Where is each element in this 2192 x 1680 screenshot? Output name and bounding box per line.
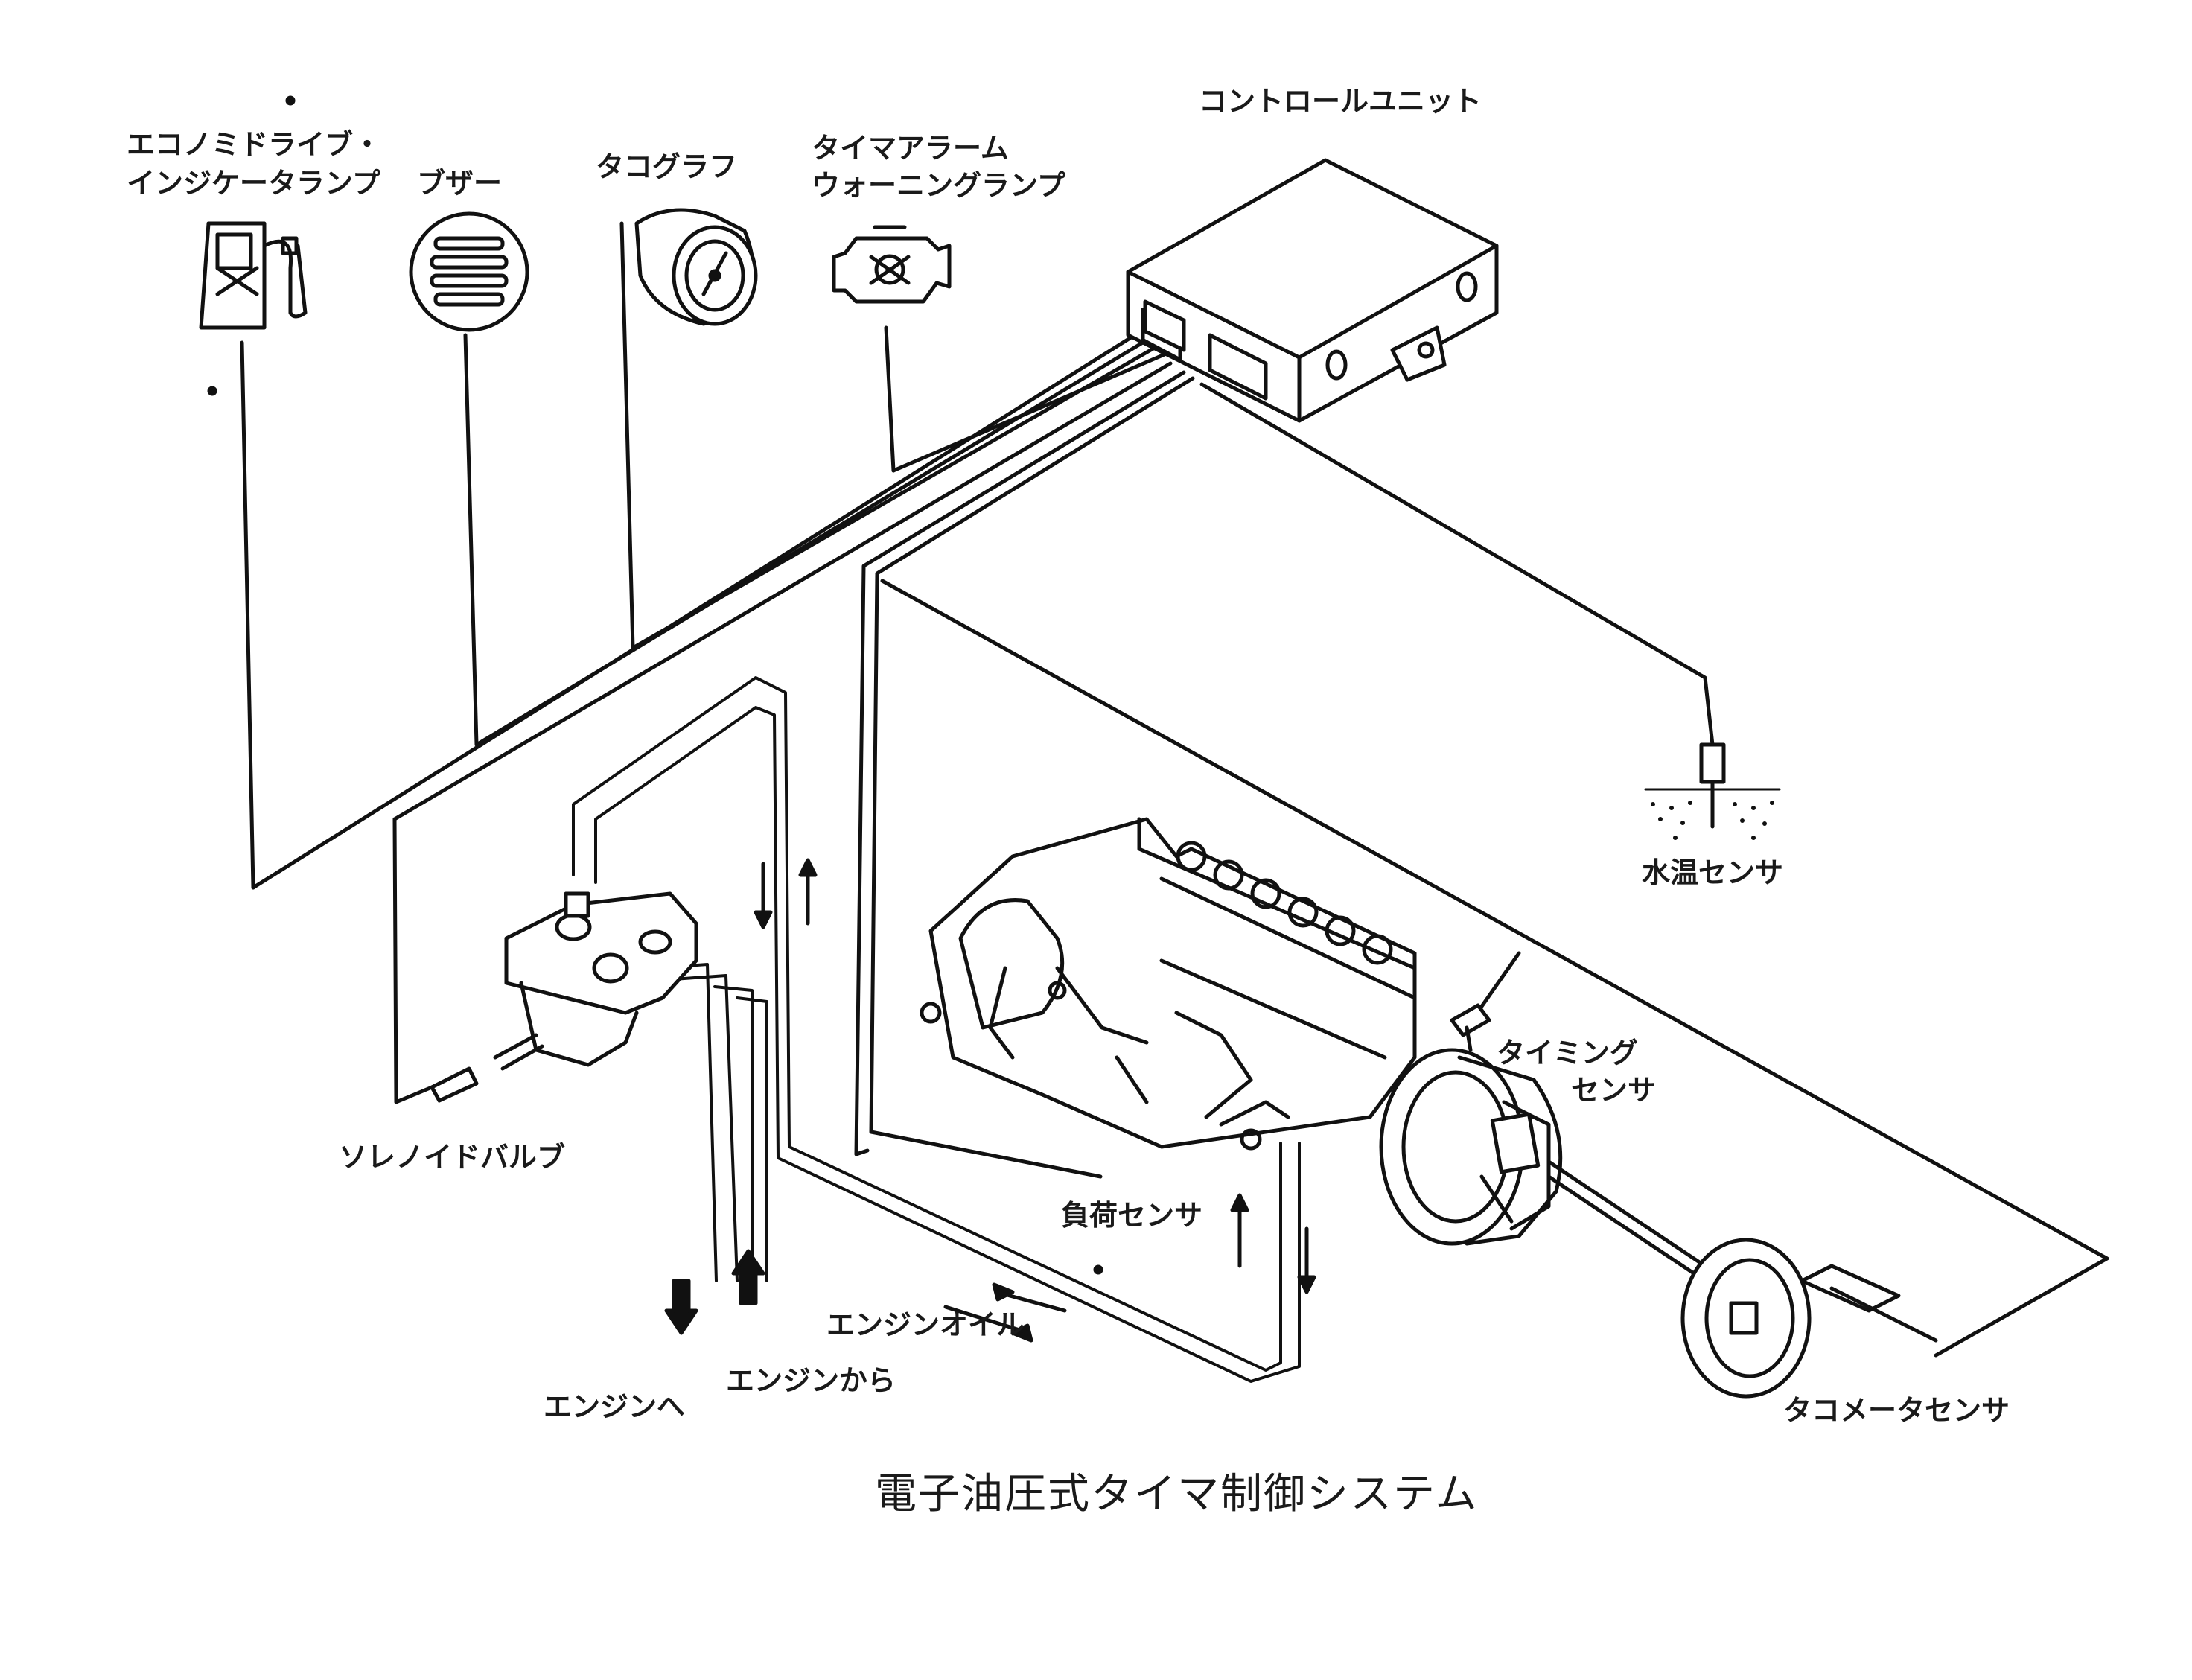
harness-wire-solenoid [392, 361, 1173, 821]
label-timer-alarm-line1: タイマアラーム [812, 132, 1009, 165]
label-economy-drive-lamp-line1: エコノミドライブ・ [127, 128, 382, 161]
timing-sensor-body [1450, 1003, 1491, 1052]
arrow-from-engine-up [731, 1249, 765, 1305]
flow-arrows[interactable] [664, 858, 1316, 1343]
oil-lines [572, 676, 1301, 1383]
arrow-return-down [1297, 1275, 1316, 1294]
label-tachometer-sensor: タコメータセンサ [1783, 1394, 2010, 1427]
stray-dot [285, 95, 296, 106]
tachometer-sensor-assembly [1680, 1238, 1938, 1399]
label-water-temp-sensor: 水温センサ [1642, 856, 1784, 889]
diagram-caption: 電子油圧式タイマ制御システム [875, 1470, 1479, 1518]
wire-tachometer-sensor [880, 579, 2109, 1358]
wire-timer-alarm-drop [884, 325, 896, 473]
label-economy-drive-lamp-line2: インジケータランプ [127, 167, 380, 200]
timer-housing [1379, 1048, 1707, 1283]
wire-solenoid [392, 817, 434, 1104]
harness-wire-timer-alarm [891, 352, 1167, 473]
label-solenoid-valve: ソレノイドバルブ [339, 1141, 566, 1174]
wire-buzzer-drop [463, 333, 479, 747]
label-timer-alarm-line2: ウォーニングランプ [812, 169, 1065, 202]
control-unit-box [1126, 158, 1499, 423]
arrow-oil-up [798, 858, 818, 877]
solenoid-valve-body [430, 891, 698, 1103]
label-timing-sensor-line1: タイミング [1497, 1037, 1639, 1069]
stray-dot [1093, 1264, 1103, 1275]
arrow-oil-down [754, 910, 773, 929]
wire-load-sensor [869, 376, 1195, 1179]
water-surface-dots [1651, 801, 1774, 840]
label-control-unit: コントロールユニット [1199, 85, 1482, 118]
engine-warning-lamp-icon [832, 225, 952, 304]
wire-timing-sensor-outer [854, 370, 1186, 1156]
tachograph-icon [634, 208, 758, 326]
stray-dot [207, 386, 217, 396]
harness-wire-buzzer [474, 334, 1155, 747]
economy-drive-lamp-icon [199, 221, 308, 330]
label-load-sensor: 負荷センサ [1061, 1199, 1203, 1232]
arrow-to-engine-down [664, 1279, 698, 1335]
injection-pump-assembly [920, 817, 1417, 1151]
wire-tachograph-drop [619, 221, 635, 650]
label-from-engine: エンジンから [726, 1364, 896, 1397]
wire-economy-lamp-drop [240, 340, 255, 890]
water-temp-sensor-body [1644, 742, 1781, 829]
label-engine-oil: エンジンオイル [826, 1308, 1025, 1341]
label-buzzer: ブザー [417, 167, 503, 200]
label-timing-sensor-line2: センサ [1571, 1074, 1657, 1107]
arrow-return-up [1230, 1193, 1249, 1212]
wiring-harness [251, 325, 1173, 890]
label-tachograph: タコグラフ [596, 150, 738, 183]
wire-water-temp-sensor [1199, 382, 1715, 747]
buzzer-icon [409, 211, 529, 332]
label-to-engine: エンジンへ [544, 1390, 686, 1423]
